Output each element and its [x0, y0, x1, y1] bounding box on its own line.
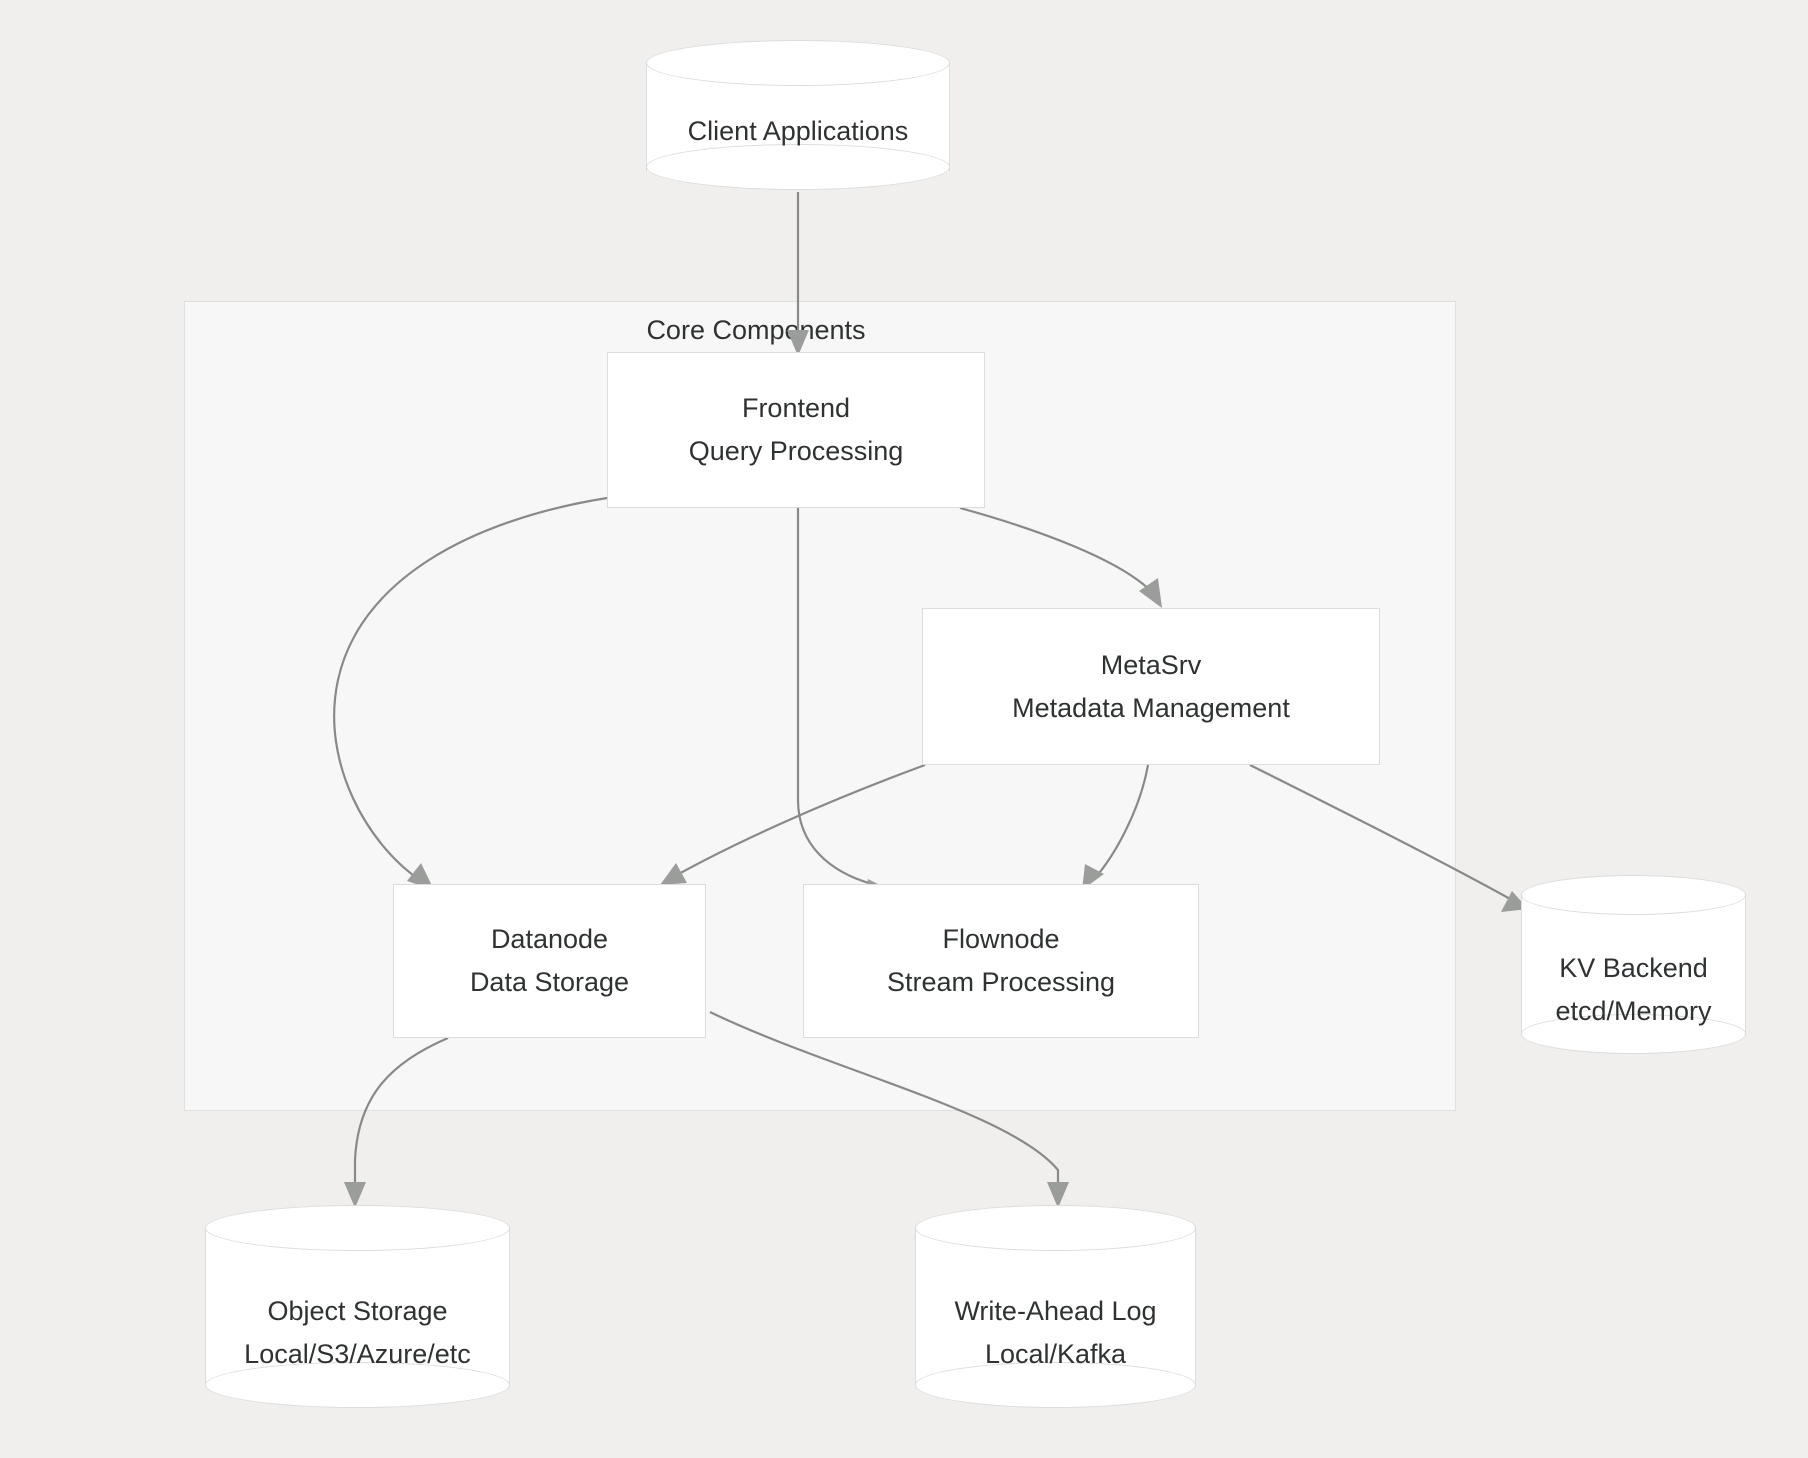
- arrowhead-datanode-to-wal: [1047, 1182, 1069, 1208]
- kv-backend-line-2: etcd/Memory: [1555, 995, 1712, 1026]
- datanode-line-2: Data Storage: [469, 967, 630, 997]
- frontend-line-1: Frontend: [741, 393, 851, 424]
- metasrv-line-2: Metadata Management: [1012, 692, 1290, 723]
- flownode-line-1: Flownode: [942, 924, 1060, 955]
- write-ahead-log-line-1: Write-Ahead Log: [954, 1296, 1157, 1326]
- kv-backend-cylinder-top: [1521, 875, 1746, 915]
- arrowhead-client-to-frontend: [787, 330, 809, 356]
- client-applications-label: Client Applications: [646, 110, 950, 153]
- node-client-applications[interactable]: Client Applications: [646, 40, 950, 192]
- arrowhead-frontend-to-datanode: [407, 863, 434, 890]
- node-frontend[interactable]: Frontend Query Processing: [607, 352, 985, 508]
- kv-backend-cylinder-bottom: [1521, 1014, 1746, 1054]
- write-ahead-log-cylinder-top: [915, 1205, 1196, 1251]
- kv-backend-label: KV Backend etcd/Memory: [1521, 947, 1746, 1032]
- node-flownode[interactable]: Flownode Stream Processing: [803, 884, 1199, 1038]
- edge-datanode-to-wal: [709, 1011, 1060, 1188]
- object-storage-line-2: Local/S3/Azure/etc: [244, 1338, 471, 1369]
- node-kv-backend[interactable]: KV Backend etcd/Memory: [1521, 875, 1746, 1058]
- edge-frontend-to-flownode: [796, 508, 873, 886]
- kv-backend-line-1: KV Backend: [1559, 953, 1708, 983]
- subgraph-core-components-label: Core Components: [646, 315, 866, 345]
- edge-metasrv-to-kv-backend: [1249, 764, 1513, 901]
- node-object-storage[interactable]: Object Storage Local/S3/Azure/etc: [205, 1205, 510, 1410]
- object-storage-cylinder-body: [205, 1227, 510, 1387]
- arrowhead-datanode-to-object-storage: [344, 1182, 366, 1208]
- write-ahead-log-cylinder-bottom: [915, 1362, 1196, 1408]
- edge-frontend-to-datanode: [333, 496, 608, 881]
- write-ahead-log-label: Write-Ahead Log Local/Kafka: [915, 1290, 1196, 1375]
- arrowhead-metasrv-to-flownode: [1082, 864, 1104, 890]
- write-ahead-log-line-2: Local/Kafka: [984, 1338, 1127, 1369]
- kv-backend-cylinder-body: [1521, 893, 1746, 1035]
- node-write-ahead-log[interactable]: Write-Ahead Log Local/Kafka: [915, 1205, 1196, 1410]
- edge-metasrv-to-flownode: [1094, 764, 1150, 879]
- object-storage-label: Object Storage Local/S3/Azure/etc: [205, 1290, 510, 1375]
- node-datanode[interactable]: Datanode Data Storage: [393, 884, 706, 1038]
- client-applications-cylinder-top: [646, 40, 950, 86]
- client-applications-line-1: Client Applications: [687, 116, 909, 146]
- metasrv-line-1: MetaSrv: [1100, 649, 1202, 680]
- edge-metasrv-to-datanode: [674, 763, 926, 877]
- edge-frontend-to-metasrv: [959, 506, 1153, 593]
- frontend-line-2: Query Processing: [688, 436, 904, 466]
- datanode-line-1: Datanode: [490, 924, 609, 955]
- arrowhead-metasrv-to-datanode: [660, 863, 687, 885]
- flownode-line-2: Stream Processing: [886, 967, 1116, 997]
- object-storage-line-1: Object Storage: [267, 1296, 448, 1326]
- node-metasrv[interactable]: MetaSrv Metadata Management: [922, 608, 1380, 765]
- client-applications-cylinder-bottom: [646, 144, 950, 190]
- edge-datanode-to-object-storage: [353, 1036, 449, 1188]
- arrowhead-frontend-to-metasrv: [1139, 578, 1162, 608]
- object-storage-cylinder-bottom: [205, 1362, 510, 1408]
- object-storage-cylinder-top: [205, 1205, 510, 1251]
- write-ahead-log-cylinder-body: [915, 1227, 1196, 1387]
